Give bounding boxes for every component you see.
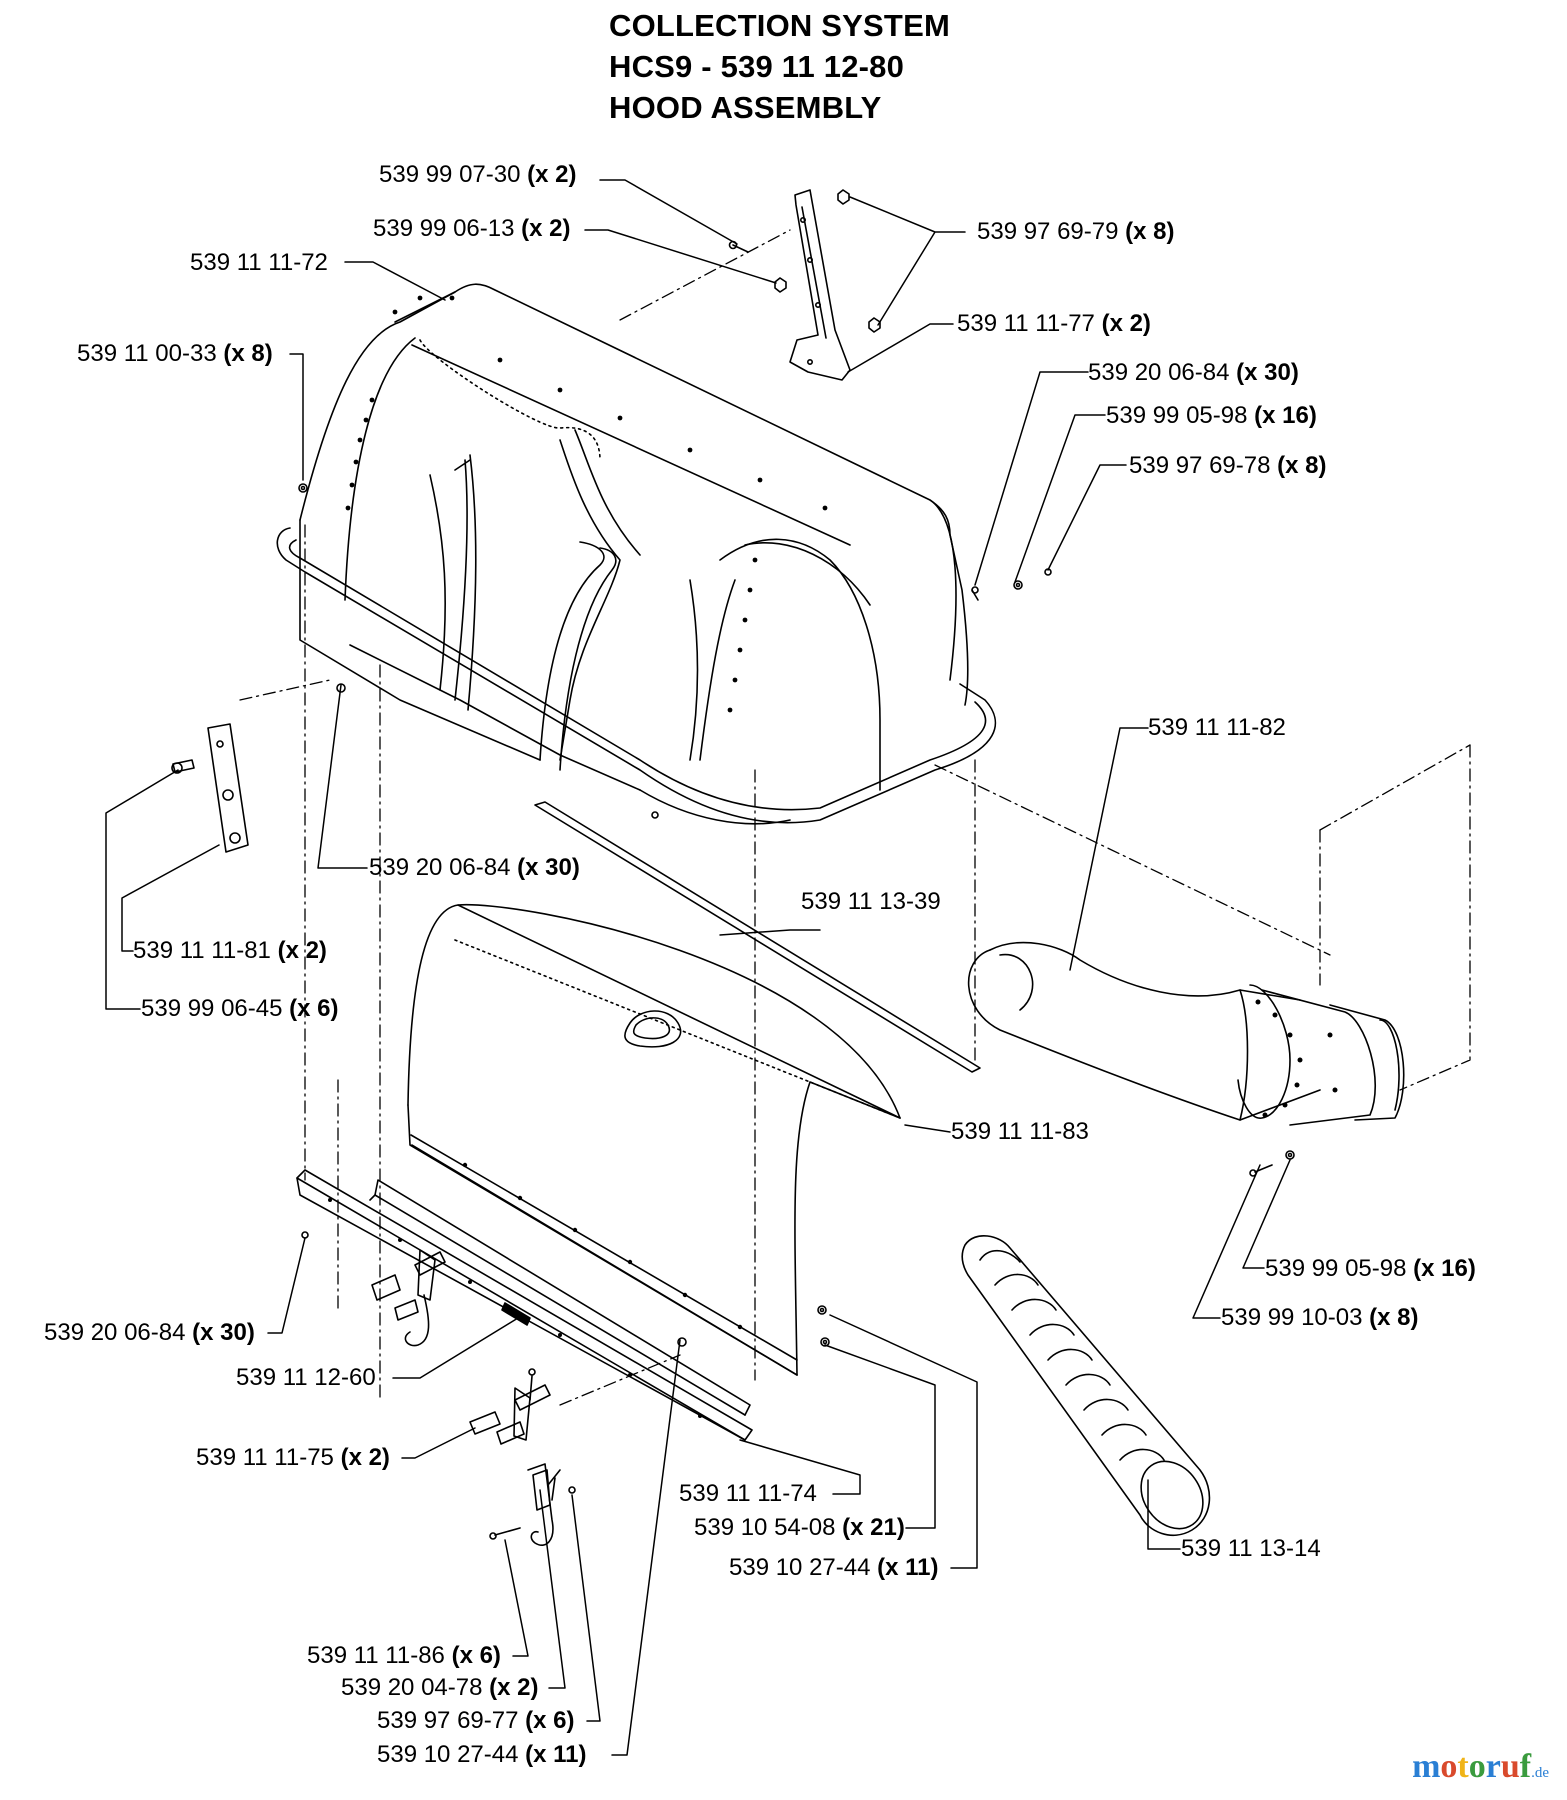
part-label: 539 99 07-30 (x 2)	[379, 161, 577, 188]
part-label: 539 20 06-84 (x 30)	[44, 1319, 255, 1346]
part-label: 539 10 27-44 (x 11)	[729, 1554, 939, 1581]
diagram-title-line-1: COLLECTION SYSTEM	[609, 8, 950, 43]
watermark-letter: u	[1500, 1748, 1520, 1785]
part-label: 539 99 06-45 (x 6)	[141, 995, 339, 1022]
diagram-title-line-2: HCS9 - 539 11 12-80	[609, 49, 905, 84]
bracket-part	[728, 189, 881, 381]
assembly-guide-lines	[239, 229, 1471, 1406]
part-label: 539 97 69-78 (x 8)	[1129, 452, 1327, 479]
watermark-logo: motoruf.de	[1412, 1748, 1549, 1786]
part-label: 539 20 04-78 (x 2)	[341, 1674, 539, 1701]
hose-ribs	[979, 1250, 1165, 1461]
hose-part	[961, 1235, 1211, 1537]
part-label: 539 11 11-82	[1148, 714, 1286, 741]
side-plate-part	[171, 723, 249, 853]
hood-part	[276, 283, 997, 825]
part-label: 539 99 06-13 (x 2)	[373, 215, 571, 242]
part-label: 539 11 11-83	[951, 1118, 1089, 1145]
part-label: 539 11 11-86 (x 6)	[307, 1642, 501, 1669]
part-label: 539 11 11-77 (x 2)	[957, 310, 1151, 337]
part-label: 539 99 05-98 (x 16)	[1265, 1255, 1476, 1282]
watermark-letter: o	[1468, 1748, 1486, 1785]
part-label: 539 11 11-72	[190, 249, 328, 276]
watermark-letter: t	[1457, 1748, 1469, 1785]
watermark-text: motoruf	[1412, 1748, 1531, 1785]
part-label: 539 99 05-98 (x 16)	[1106, 402, 1317, 429]
chute-part	[967, 941, 1405, 1126]
part-label: 539 10 27-44 (x 11)	[377, 1741, 587, 1768]
part-label: 539 10 54-08 (x 21)	[694, 1514, 905, 1541]
watermark-suffix: .de	[1531, 1765, 1549, 1781]
fasteners	[298, 483, 1295, 1347]
part-label: 539 20 06-84 (x 30)	[1088, 359, 1299, 386]
part-label: 539 20 06-84 (x 30)	[369, 854, 580, 881]
part-label: 539 11 13-14	[1181, 1535, 1321, 1562]
part-label: 539 11 00-33 (x 8)	[77, 340, 273, 367]
part-label: 539 97 69-77 (x 6)	[377, 1707, 575, 1734]
watermark-letter: o	[1440, 1748, 1458, 1785]
watermark-letter: m	[1412, 1748, 1441, 1785]
leader-lines	[105, 179, 1291, 1756]
part-label: 539 11 12-60	[236, 1364, 376, 1391]
bottom-rail-part	[296, 1169, 753, 1441]
rear-door-part	[407, 903, 901, 1376]
part-label: 539 11 11-81 (x 2)	[133, 937, 327, 964]
part-label: 539 97 69-79 (x 8)	[977, 218, 1175, 245]
watermark-letter: f	[1519, 1748, 1532, 1785]
part-label: 539 11 11-75 (x 2)	[196, 1444, 390, 1471]
watermark-letter: r	[1485, 1748, 1501, 1785]
diagram-title-line-3: HOOD ASSEMBLY	[609, 90, 882, 125]
latch-part	[469, 1368, 576, 1546]
part-label: 539 99 10-03 (x 8)	[1221, 1304, 1419, 1331]
part-label: 539 11 13-39	[801, 888, 941, 915]
part-label: 539 11 11-74	[679, 1480, 817, 1507]
seal-strip-part	[534, 801, 981, 1073]
hood-rivet-holes	[345, 295, 828, 713]
